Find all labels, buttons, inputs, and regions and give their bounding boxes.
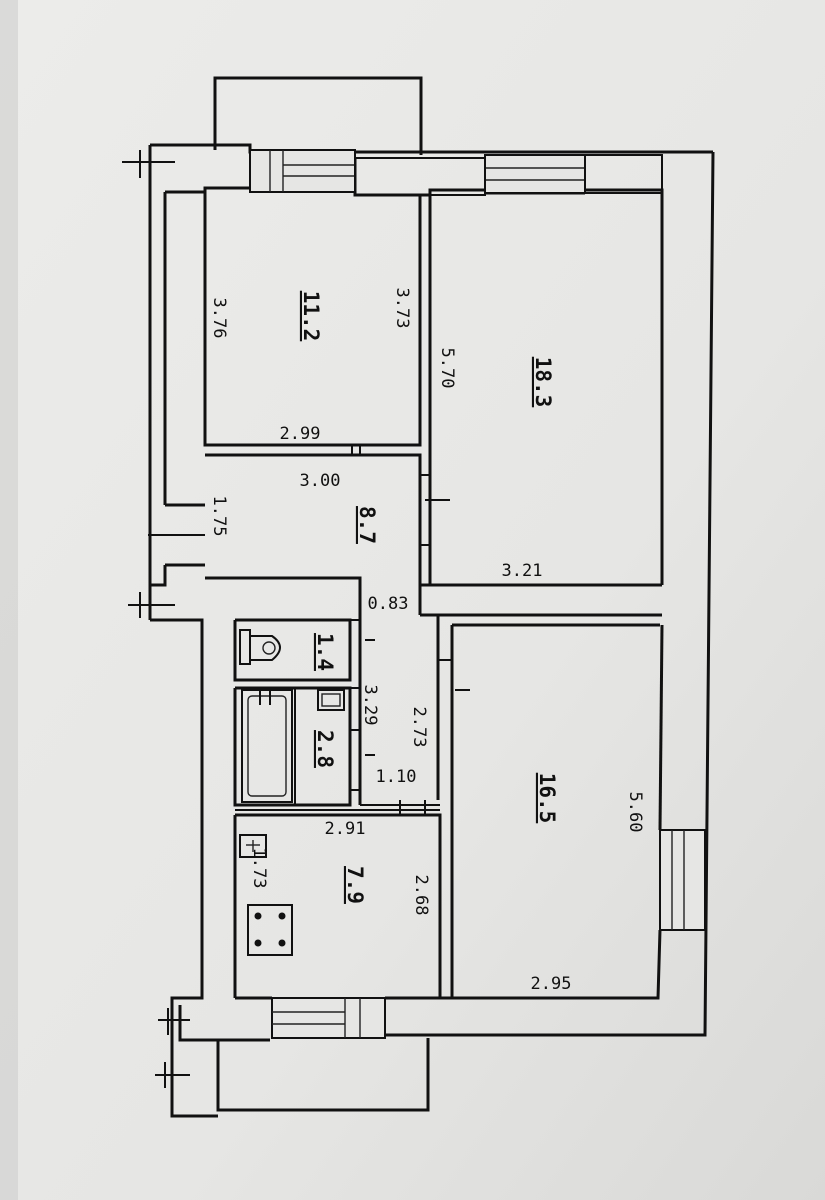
area-label-hall: 8.7 (355, 506, 379, 544)
kitchen-sink-icon (239, 834, 267, 858)
area-label-room-bottom-right: 16.5 (535, 773, 559, 824)
window-right (659, 829, 706, 931)
dim-label: 3.73 (392, 288, 412, 329)
area-label-toilet: 1.4 (313, 633, 337, 671)
window-top-left (249, 149, 356, 193)
area-label-room-top-right: 18.3 (531, 357, 555, 408)
door-marks (365, 499, 470, 756)
dim-label: 3.00 (300, 471, 341, 491)
dim-label: 1.10 (376, 767, 417, 787)
dim-label: 2.68 (411, 875, 431, 916)
section-marks (122, 150, 205, 1088)
area-label-bathroom: 2.8 (313, 730, 337, 768)
window-bottom (271, 997, 386, 1039)
sink-icon (317, 689, 345, 711)
stove-icon (247, 904, 293, 956)
dim-label: 2.73 (409, 707, 429, 748)
toilet-icon (239, 629, 281, 665)
dim-label: 1.73 (249, 848, 269, 889)
dim-label: 2.91 (325, 819, 366, 839)
bathtub-icon (241, 689, 293, 803)
dim-label: 1.75 (209, 496, 229, 537)
dim-label: 2.95 (531, 974, 572, 994)
dim-label: 3.76 (209, 298, 229, 339)
area-label-room-top-left: 11.2 (299, 291, 323, 342)
balcony-bottom (170, 1038, 430, 1118)
dim-label: 5.70 (437, 348, 457, 389)
window-top-right (484, 154, 586, 194)
interior-walls (203, 192, 662, 998)
area-label-kitchen: 7.9 (343, 866, 367, 904)
dim-label: 3.29 (360, 685, 380, 726)
dim-label: 5.60 (625, 792, 645, 833)
balcony-top (213, 76, 423, 155)
dim-label: 3.21 (502, 561, 543, 581)
dim-label: 0.83 (368, 594, 409, 614)
dim-label: 2.99 (280, 424, 321, 444)
paper-shadow-left (0, 0, 18, 1200)
